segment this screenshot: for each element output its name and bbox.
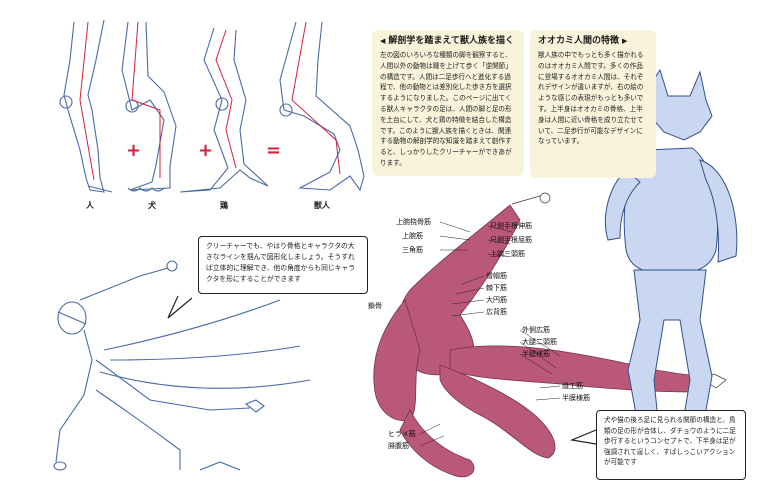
anatomy-note-body: 左の図のいろいろな種類の脚を観察すると、人間以外の動物は踵を上げて歩く「逆関節」… bbox=[380, 51, 512, 167]
plus-sign: + bbox=[126, 140, 142, 161]
muscle-label: 僧帽筋 bbox=[486, 272, 507, 280]
wolf-note: オオカミ人間の特徴 獣人族の中でもっとも多く描かれるのはオオカミ人間です。多くの… bbox=[530, 30, 656, 178]
label-leader-lines bbox=[419, 221, 561, 447]
wolf-note-body: 獣人族の中でもっとも多く描かれるのはオオカミ人間です。多くの作品に登場するオオカ… bbox=[538, 51, 644, 146]
anatomy-note: 解剖学を踏まえて獣人族を描く 左の図のいろいろな種類の脚を観察すると、人間以外の… bbox=[372, 30, 524, 176]
wolf-note-title-text: オオカミ人間の特徴 bbox=[538, 36, 620, 46]
creature-sketch bbox=[53, 260, 311, 471]
muscle-label: 三角筋 bbox=[402, 246, 423, 254]
leg-label-dog: 犬 bbox=[148, 201, 156, 210]
muscle-label: 鎖骨 bbox=[368, 302, 382, 310]
muscle-label: 棘下筋 bbox=[486, 284, 507, 292]
muscle-label: 上腕桡骨筋 bbox=[396, 218, 431, 226]
muscle-label: 上腕三頭筋 bbox=[490, 250, 525, 258]
sketch-tip-bubble: クリーチャーでも、やはり骨格とキャラクタの大きなラインを掴んで図形化しましょう。… bbox=[198, 236, 368, 294]
muscle-label: 縫工筋 bbox=[562, 382, 583, 390]
muscle-label: 外側広筋 bbox=[522, 326, 550, 334]
muscle-label: 大腿二頭筋 bbox=[522, 338, 557, 346]
equals-sign: = bbox=[266, 140, 282, 161]
muscle-label: 半腱様筋 bbox=[522, 350, 550, 358]
leg-label-beast: 獣人 bbox=[314, 201, 330, 210]
anatomy-note-title-text: 解剖学を踏まえて獣人族を描く bbox=[388, 36, 514, 46]
anatomy-note-title: 解剖学を踏まえて獣人族を描く bbox=[380, 34, 516, 48]
muscle-label: ヒラメ筋 bbox=[388, 430, 416, 438]
muscle-label: 広背筋 bbox=[486, 308, 507, 316]
muscle-label: 半膜様筋 bbox=[562, 394, 590, 402]
muscle-label: 大円筋 bbox=[486, 296, 507, 304]
legs-tip-bubble: 犬や猫の後ろ足に見られる関節の構造と、鳥類の足の形が合体し、ダチョウのように二足… bbox=[596, 410, 746, 480]
muscle-label: 腓腹筋 bbox=[388, 442, 409, 450]
beast-leg-drawing bbox=[279, 21, 365, 192]
leg-label-human: 人 bbox=[86, 201, 94, 210]
muscle-label: 尺側手根伸筋 bbox=[490, 222, 532, 230]
muscle-label: 尺側手根屈筋 bbox=[490, 236, 532, 244]
werewolf-illustration bbox=[605, 68, 738, 455]
bubble-tails bbox=[167, 295, 597, 445]
wolf-note-title: オオカミ人間の特徴 bbox=[538, 34, 648, 48]
leg-label-chicken: 鶏 bbox=[220, 201, 228, 210]
human-leg-drawing bbox=[59, 19, 113, 193]
plus-sign: + bbox=[198, 140, 214, 161]
muscle-label: 上腕筋 bbox=[402, 232, 423, 240]
chicken-leg-drawing bbox=[179, 27, 269, 193]
